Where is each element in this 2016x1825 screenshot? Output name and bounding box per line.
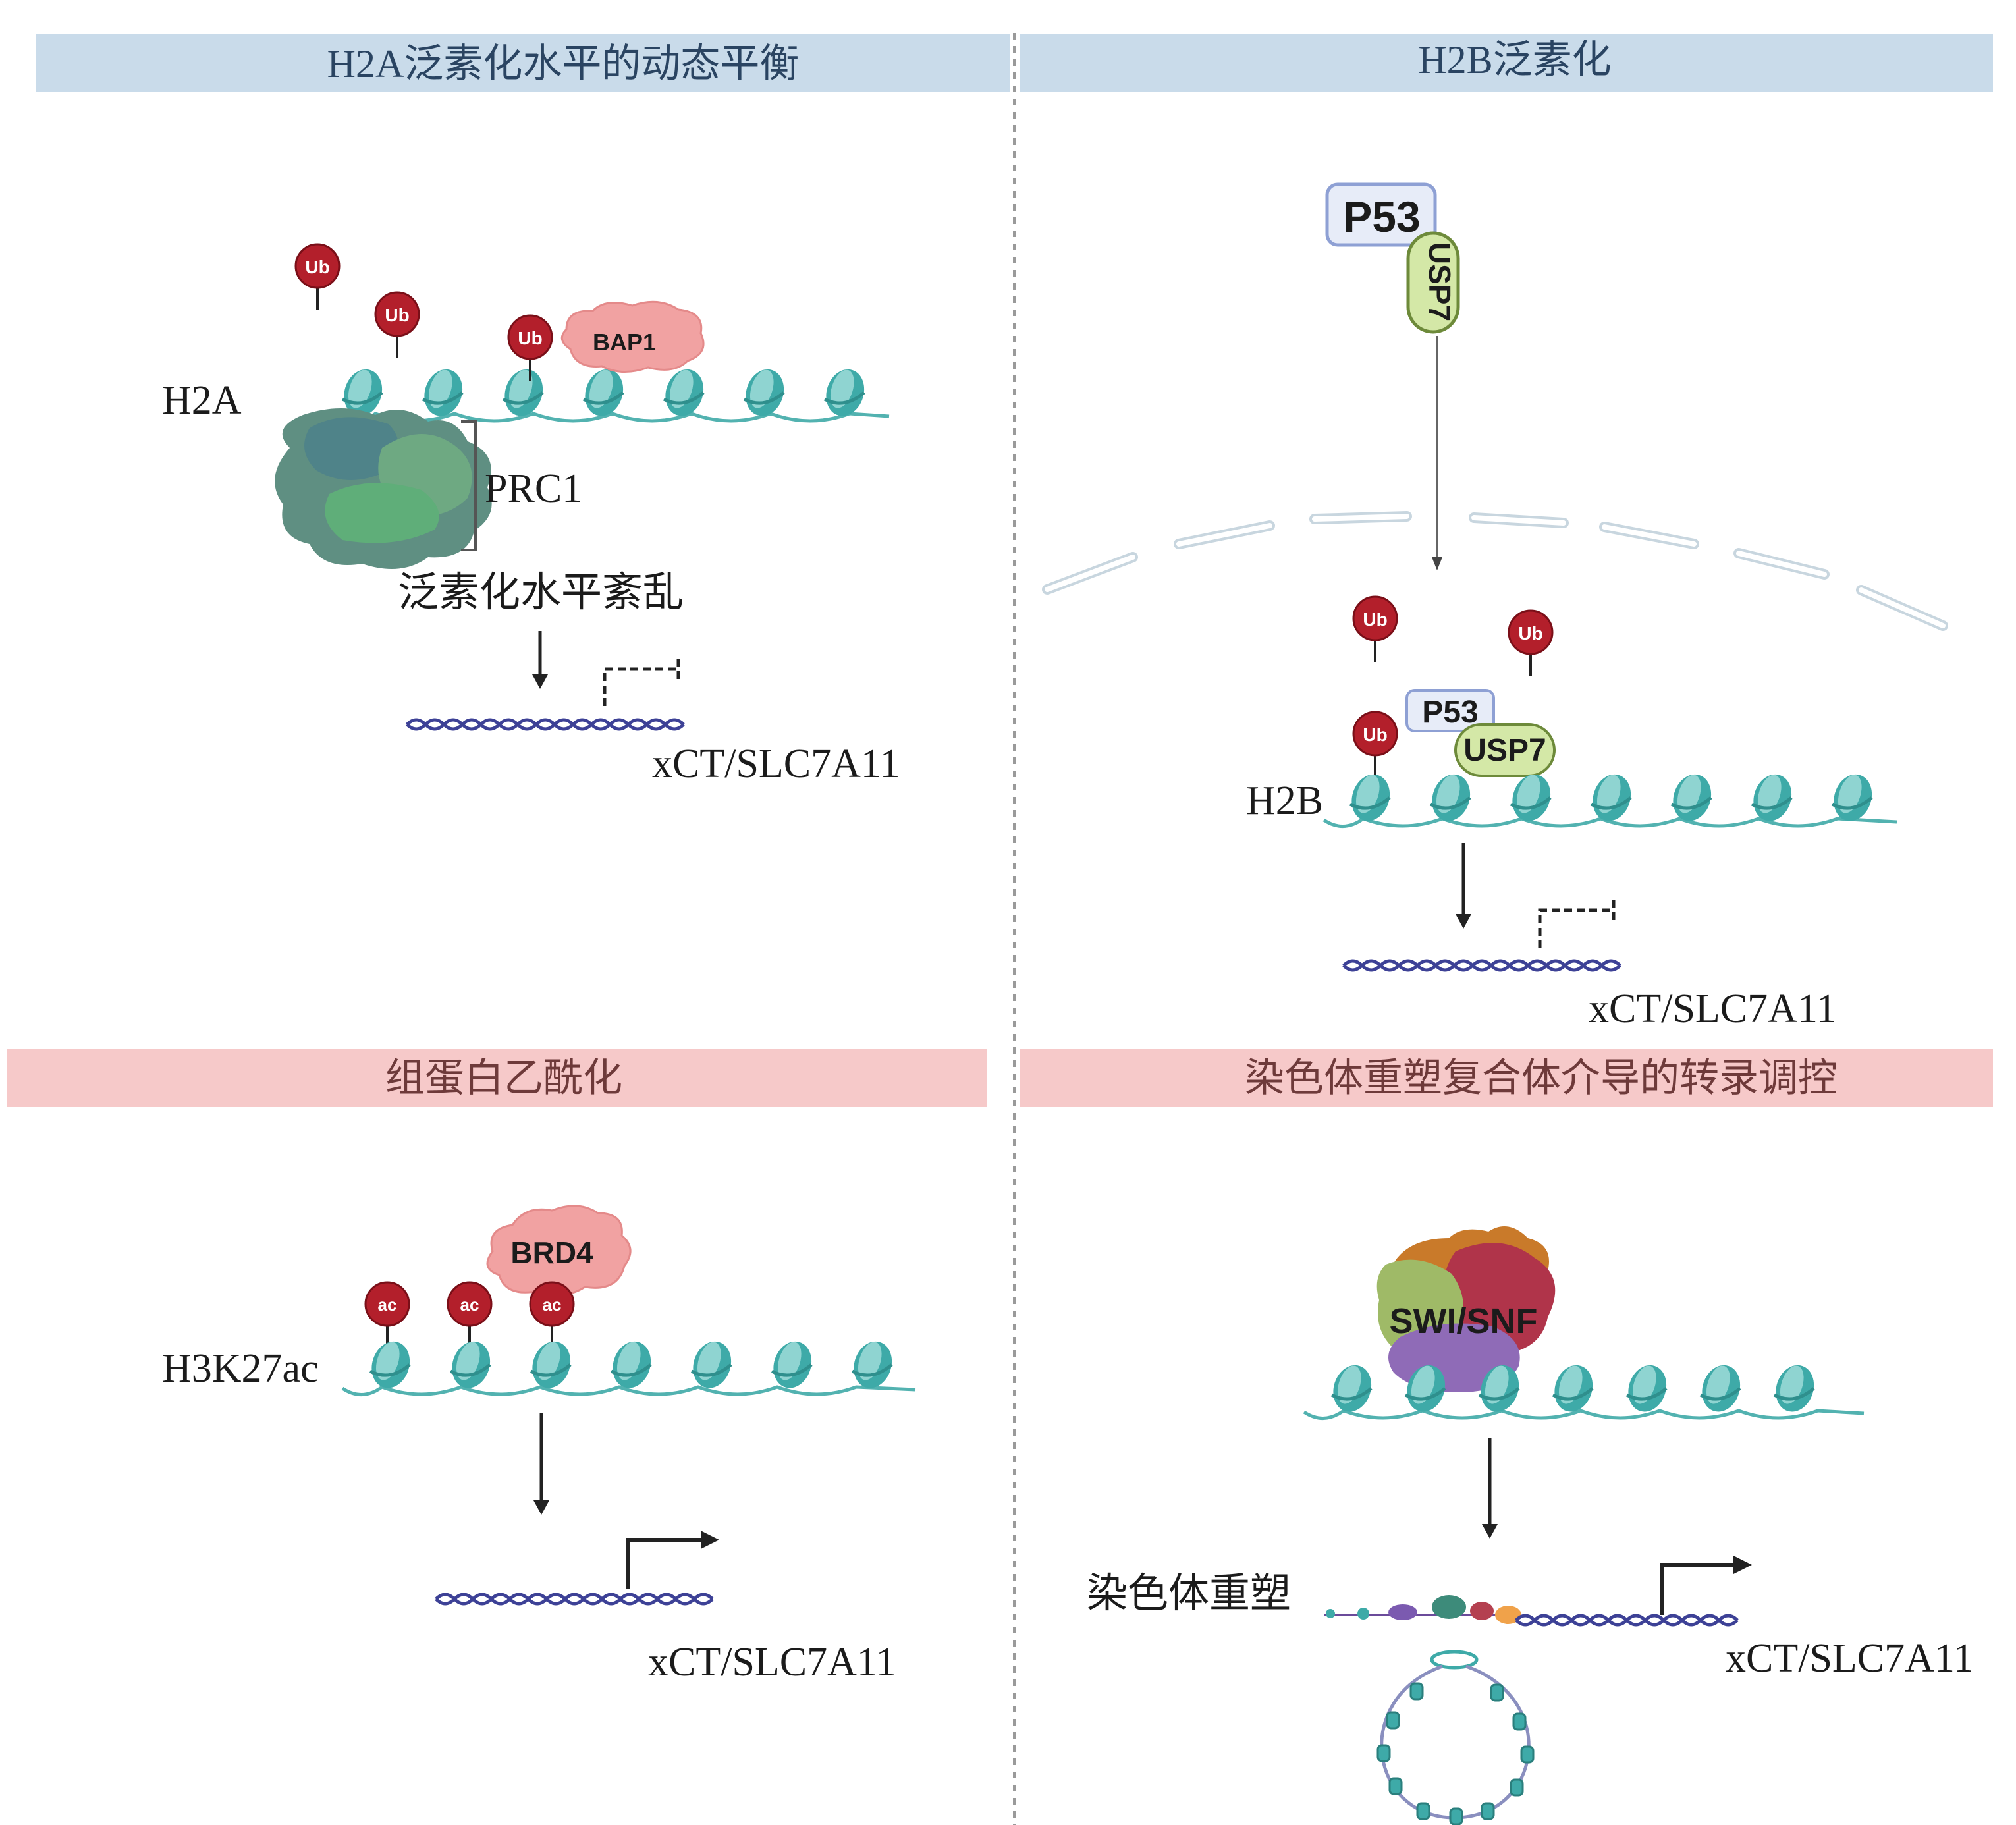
bap1-enzyme: BAP1 [560,300,705,373]
svg-text:ac: ac [460,1295,479,1315]
svg-text:Ub: Ub [1363,724,1387,745]
nucleosome-icon [1346,769,1878,826]
chromatin-loop-icon [1376,1650,1535,1825]
dna-helix-icon [435,1593,714,1606]
panel-remodel: SWI/SNF 染色体重塑 xCT/SLC7A11 [1087,1226,1974,1825]
outcome-label-h2a: 泛素化水平紊乱 [398,570,684,615]
p53-usp7-cytoplasm: P53 USP7 [1325,182,1460,334]
ubiquitin-mark-icon: Ub Ub Ub [1352,595,1554,778]
panel-title-h2b: H2B泛素化 [1418,38,1611,82]
svg-text:Ub: Ub [1363,609,1387,630]
panel-header-acetyl: 组蛋白乙酰化 [7,1049,987,1107]
panel-title-h2a: H2A泛素化水平的动态平衡 [327,42,800,86]
repressed-promoter-icon [603,659,680,706]
dna-helix-icon [1342,959,1621,972]
brd4-reader: BRD4 [486,1205,632,1296]
swi-snf-label: SWI/SNF [1390,1301,1538,1341]
nucleosome-icon [366,1336,898,1393]
dna-helix-icon [406,718,685,731]
remodeled-chromatin [1324,1595,1521,1624]
usp7-label: USP7 [1423,242,1457,321]
gene-label-remodel: xCT/SLC7A11 [1726,1636,1974,1681]
brd4-label: BRD4 [510,1236,593,1270]
gene-label-h2b: xCT/SLC7A11 [1589,987,1837,1031]
chromatin-fiber [341,1385,916,1396]
bap1-label: BAP1 [593,329,656,356]
repressed-promoter-icon [1538,900,1616,948]
chromatin-fiber [1303,1409,1865,1420]
gene-label-acetyl: xCT/SLC7A11 [648,1640,896,1685]
panel-h2a: Ub Ub Ub BAP1 H2A PRC1 泛素化水平紊乱 x [162,243,900,786]
svg-text:Ub: Ub [518,328,542,348]
panel-acetyl: BRD4 ac ac ac H3K27ac xCT/SLC7A11 [162,1205,916,1685]
svg-text:P53: P53 [1422,695,1478,730]
outcome-label-remodel: 染色体重塑 [1087,1571,1291,1616]
prc1-complex-icon [275,408,492,569]
panel-title-remodel: 染色体重塑复合体介导的转录调控 [1245,1056,1838,1100]
promoter-arrow-icon [626,1538,703,1589]
histone-label-h2b: H2B [1246,778,1323,823]
svg-text:ac: ac [543,1295,562,1315]
nuclear-envelope-icon [1042,511,1948,631]
chromatin-fiber [1322,817,1897,828]
histone-label-h2a: H2A [162,378,242,423]
acetyl-mark-icon: ac ac ac [364,1281,575,1349]
svg-text:Ub: Ub [305,257,329,277]
promoter-arrow-icon [1660,1563,1736,1615]
nucleosome-icon [338,364,870,421]
gene-label-h2a: xCT/SLC7A11 [652,742,900,786]
swi-snf-complex-icon: SWI/SNF [1376,1226,1556,1392]
svg-text:USP7: USP7 [1463,733,1546,768]
panel-h2b: P53 USP7 Ub Ub Ub P53 USP7 [1042,182,1948,1031]
complex-label-prc1: PRC1 [485,466,582,511]
svg-text:Ub: Ub [1518,623,1542,643]
svg-text:ac: ac [378,1295,397,1315]
panel-header-h2b: H2B泛素化 [1020,34,1993,92]
svg-text:Ub: Ub [385,305,409,325]
p53-label: P53 [1343,192,1420,241]
panel-header-remodel: 染色体重塑复合体介导的转录调控 [1020,1049,1993,1107]
dna-helix-icon [1515,1614,1739,1627]
histone-label-h3k27ac: H3K27ac [162,1346,319,1391]
panel-header-h2a: H2A泛素化水平的动态平衡 [36,34,1010,92]
ubiquitin-mark-icon: Ub Ub Ub [294,243,553,382]
panel-title-acetyl: 组蛋白乙酰化 [385,1056,622,1100]
p53-usp7-chromatin: P53 USP7 [1405,689,1556,777]
